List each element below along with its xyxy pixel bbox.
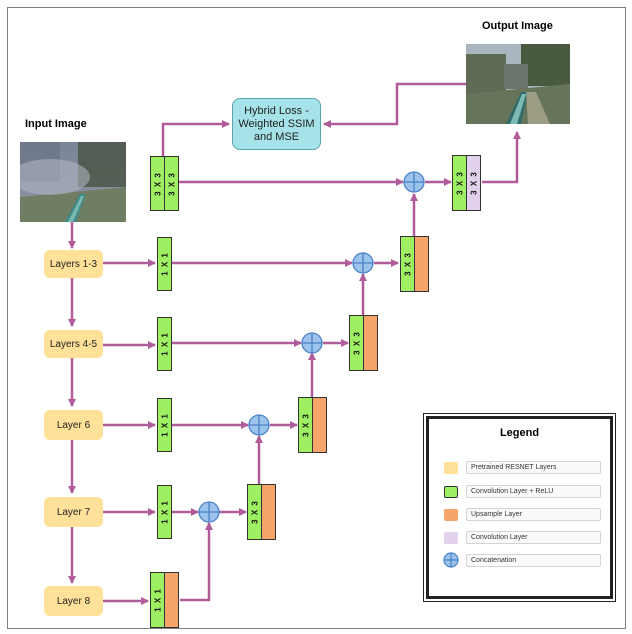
legend-title: Legend <box>499 427 540 439</box>
conv-3x3-stage-3: 3 X 3 <box>349 315 364 371</box>
conv-label: 1 X 1 <box>160 413 169 437</box>
upsample-stage-1 <box>261 484 276 540</box>
encoder-layers-1-3: Layers 1-3 <box>44 250 103 278</box>
conv-3x3-top-a: 3 X 3 <box>150 156 165 211</box>
conv-label: 1 X 1 <box>160 332 169 356</box>
upsample-stage-2 <box>312 397 327 453</box>
encoder-label: Layer 8 <box>56 595 91 607</box>
encoder-layers-4-5: Layers 4-5 <box>44 330 103 358</box>
concat-5-icon <box>403 171 425 193</box>
concat-4-icon <box>352 252 374 274</box>
conv-1x1-layer-6: 1 X 1 <box>157 398 172 452</box>
output-image <box>466 44 570 124</box>
conv-label: 3 X 3 <box>250 500 259 524</box>
conv-label: 3 X 3 <box>167 171 176 196</box>
conv-label: 1 X 1 <box>160 500 169 524</box>
conv-label: 3 X 3 <box>301 413 310 437</box>
encoder-layer-8: Layer 8 <box>44 586 103 616</box>
conv-3x3-stage-2: 3 X 3 <box>298 397 313 453</box>
arrow-final-to-output <box>482 131 521 184</box>
legend-swatch-pretrained <box>444 462 458 474</box>
legend-item-conv-relu: Convolution Layer + ReLU <box>466 485 601 498</box>
arrow-l8-to-concat-1 <box>180 522 213 602</box>
legend: Legend Pretrained RESNET Layers Convolut… <box>423 413 616 602</box>
concat-2-icon <box>248 414 270 436</box>
legend-swatch-upsample <box>444 509 458 521</box>
concatenation-icon <box>443 552 459 568</box>
legend-item-conv: Convolution Layer <box>466 531 601 544</box>
hybrid-loss-box: Hybrid Loss - Weighted SSIM and MSE <box>232 98 321 150</box>
legend-swatch-conv-relu <box>444 486 458 498</box>
concat-1-icon <box>198 501 220 523</box>
legend-item-upsample: Upsample Layer <box>466 508 601 521</box>
arrow-output-to-loss <box>323 82 466 128</box>
conv-3x3-final-relu: 3 X 3 <box>452 155 467 211</box>
conv-3x3-final: 3 X 3 <box>466 155 481 211</box>
input-image-label: Input Image <box>25 118 87 130</box>
legend-swatch-conv <box>444 532 458 544</box>
upsample-layer-8 <box>164 572 179 628</box>
conv-label: 1 X 1 <box>160 252 169 276</box>
encoder-label: Layer 6 <box>56 419 91 431</box>
conv-3x3-stage-4: 3 X 3 <box>400 236 415 292</box>
concat-3-icon <box>301 332 323 354</box>
upsample-stage-3 <box>363 315 378 371</box>
conv-1x1-layers-1-3: 1 X 1 <box>157 237 172 291</box>
conv-label: 3 X 3 <box>455 171 464 195</box>
conv-1x1-layers-4-5: 1 X 1 <box>157 317 172 371</box>
conv-3x3-stage-1: 3 X 3 <box>247 484 262 540</box>
output-image-label: Output Image <box>482 20 553 32</box>
conv-label: 3 X 3 <box>153 171 162 196</box>
hybrid-loss-label: Hybrid Loss - Weighted SSIM and MSE <box>238 104 315 143</box>
arrow-top-3x3-to-loss <box>161 120 230 156</box>
legend-item-concatenation: Concatenation <box>466 554 601 567</box>
conv-1x1-layer-8: 1 X 1 <box>150 572 165 628</box>
conv-label: 3 X 3 <box>352 331 361 355</box>
conv-label: 3 X 3 <box>469 171 478 195</box>
upsample-stage-4 <box>414 236 429 292</box>
conv-1x1-layer-7: 1 X 1 <box>157 485 172 539</box>
encoder-layer-6: Layer 6 <box>44 410 103 440</box>
conv-label: 3 X 3 <box>403 252 412 276</box>
concat-circles <box>198 171 425 523</box>
input-image <box>20 142 126 222</box>
encoder-label: Layers 1-3 <box>49 258 98 270</box>
encoder-label: Layer 7 <box>56 506 91 518</box>
conv-label: 1 X 1 <box>153 588 162 612</box>
encoder-layer-7: Layer 7 <box>44 497 103 527</box>
encoder-label: Layers 4-5 <box>49 338 98 350</box>
legend-item-pretrained: Pretrained RESNET Layers <box>466 461 601 474</box>
conv-3x3-top-b: 3 X 3 <box>164 156 179 211</box>
